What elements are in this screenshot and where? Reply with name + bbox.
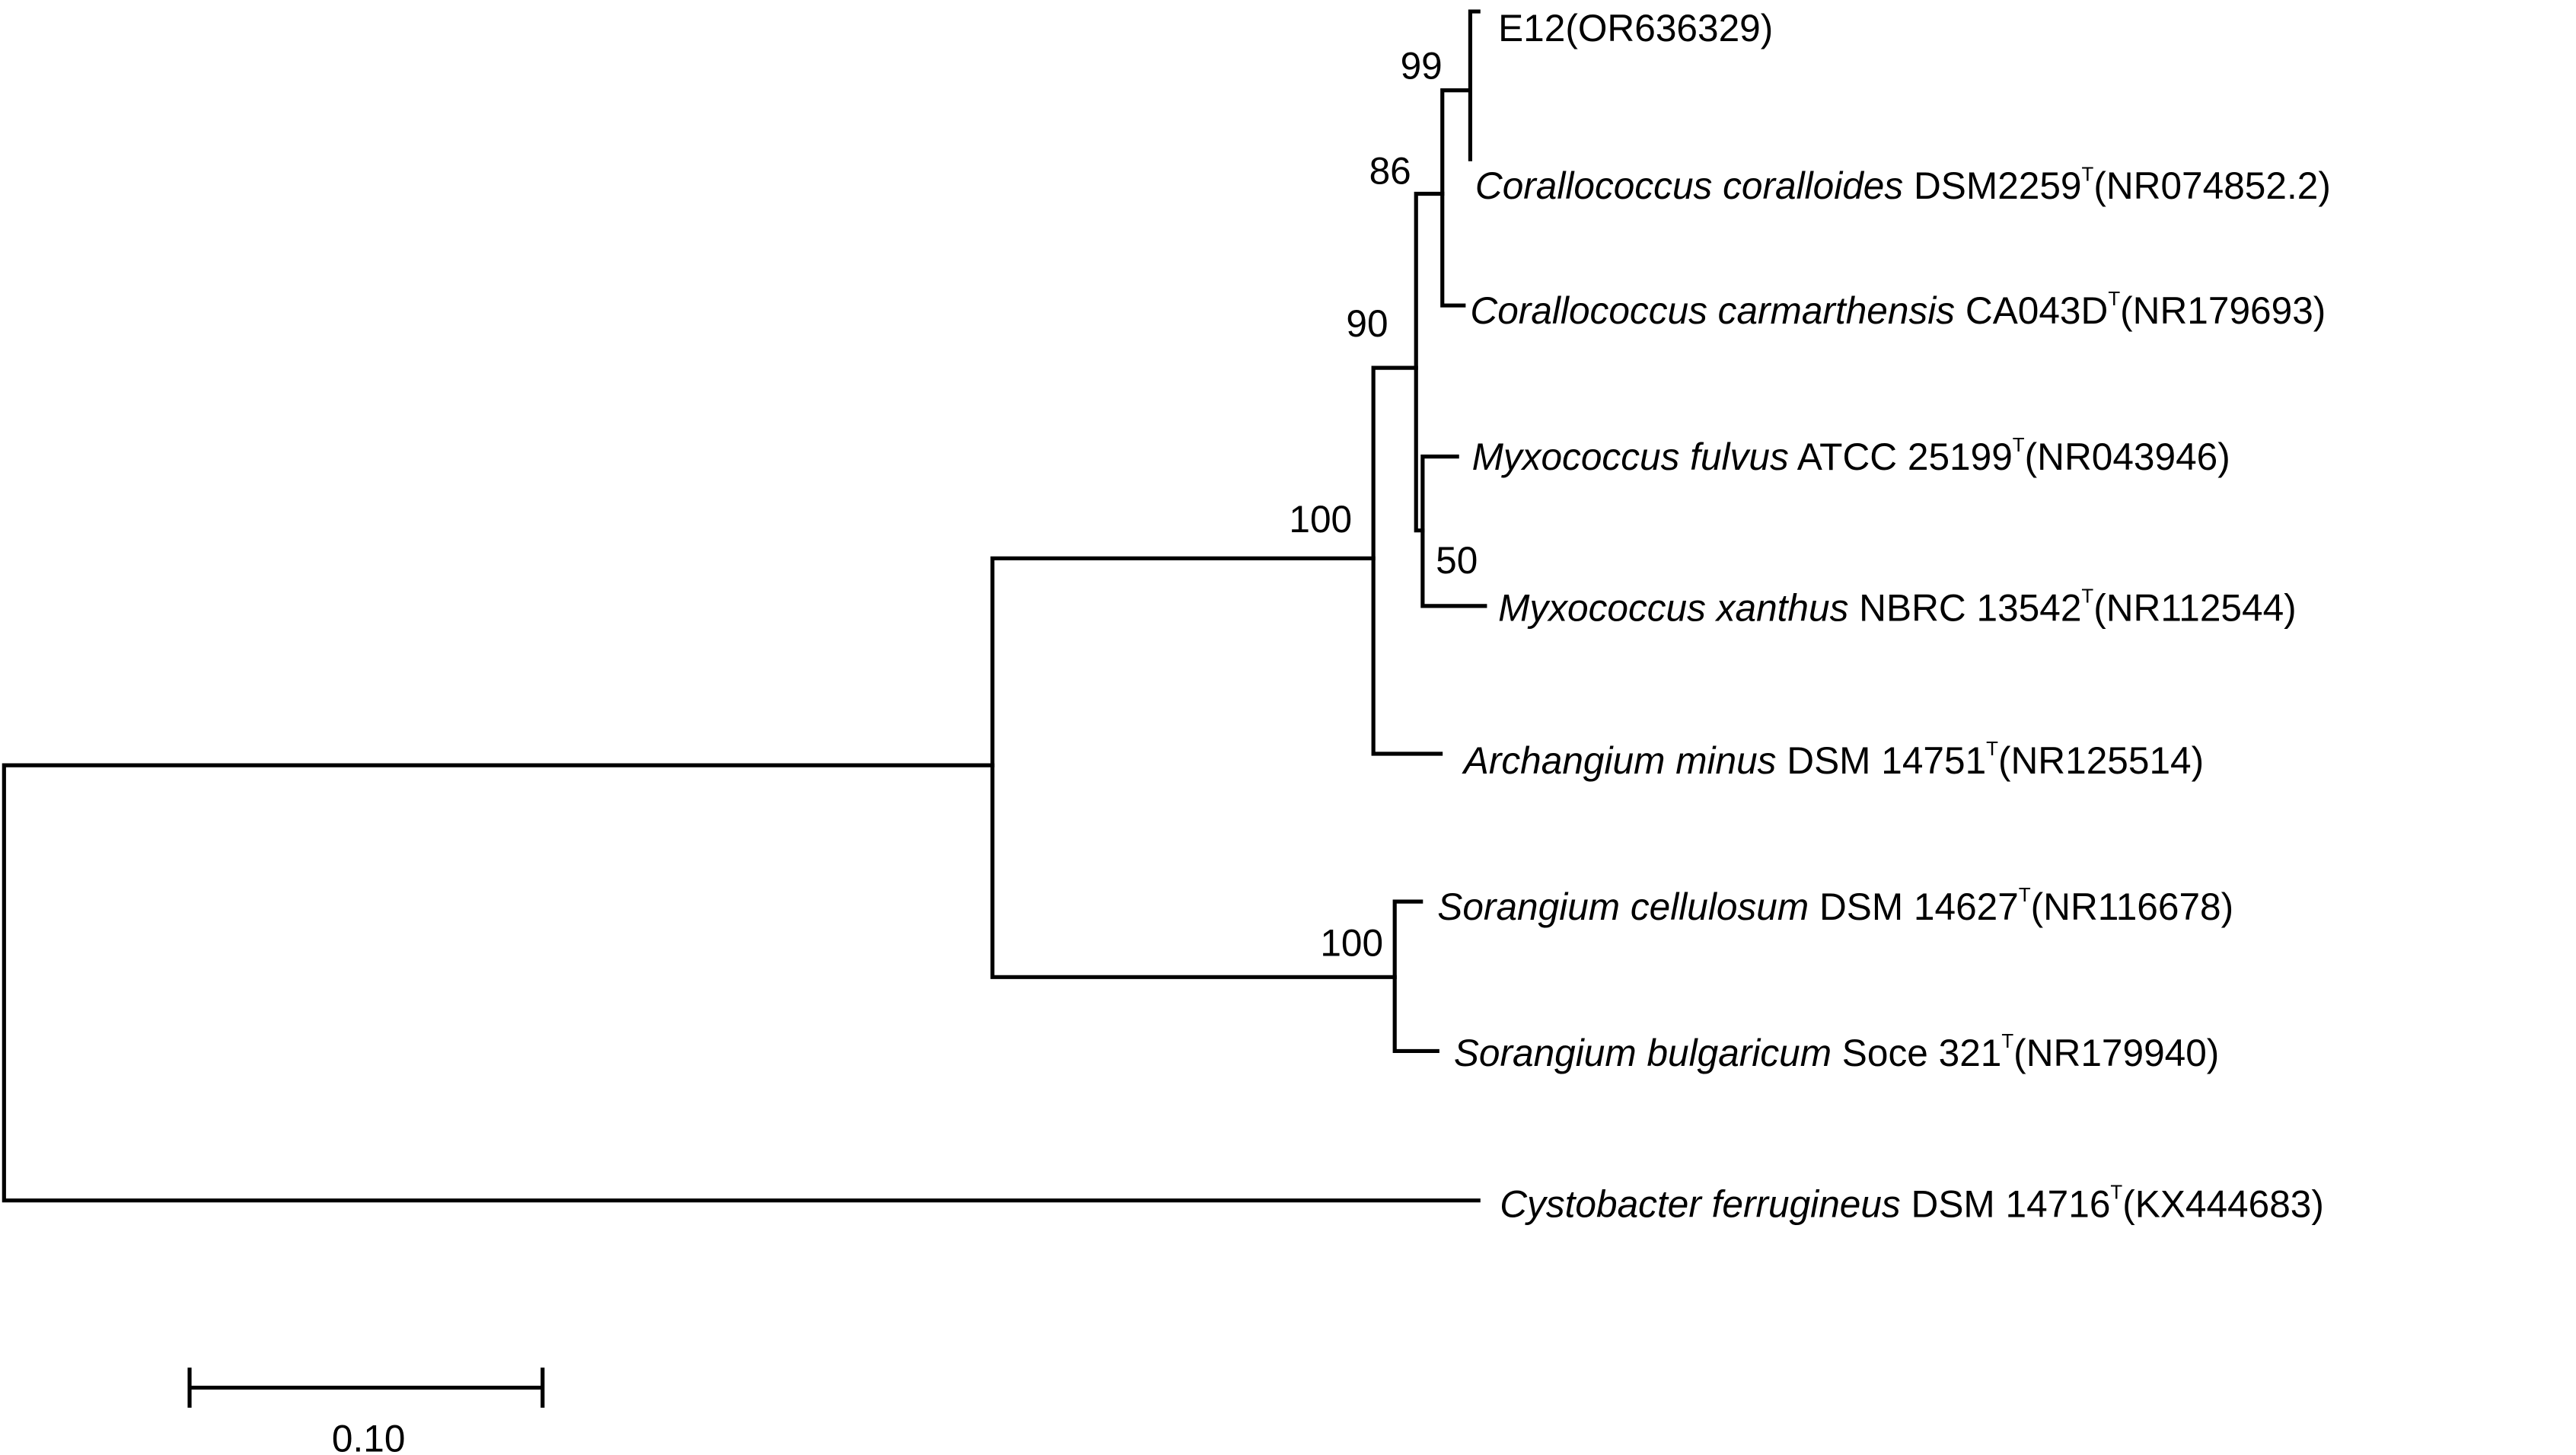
bootstrap-99: 99 bbox=[1401, 45, 1443, 88]
bootstrap-86: 86 bbox=[1369, 150, 1411, 193]
taxon-label: Sorangium bulgaricum Soce 321T(NR179940) bbox=[1454, 1031, 2220, 1074]
branch-corallococcus bbox=[1440, 88, 1473, 308]
bootstrap-values: 99 86 90 50 100 100 bbox=[1289, 45, 1478, 965]
taxon-labels: E12(OR636329) Corallococcus coralloides … bbox=[1437, 7, 2331, 1225]
branch-e12-coralloides bbox=[1468, 9, 1481, 161]
scale-bar: 0.10 bbox=[187, 1367, 545, 1455]
bootstrap-90: 90 bbox=[1346, 302, 1388, 345]
tree-branches bbox=[2, 9, 1487, 1203]
taxon-label: Myxococcus xanthus NBRC 13542T(NR112544) bbox=[1498, 586, 2297, 630]
branch-myxococcus bbox=[1420, 455, 1487, 608]
taxon-label: Corallococcus coralloides DSM2259T(NR074… bbox=[1475, 164, 2331, 207]
taxon-label: Cystobacter ferrugineus DSM 14716T(KX444… bbox=[1500, 1182, 2324, 1226]
branch-corallo-myxo bbox=[1414, 191, 1445, 533]
branch-ingroup bbox=[990, 556, 1397, 979]
taxon-label: Sorangium cellulosum DSM 14627T(NR116678… bbox=[1437, 885, 2233, 928]
taxon-label: Corallococcus carmarthensis CA043DT(NR17… bbox=[1470, 289, 2326, 332]
bootstrap-50: 50 bbox=[1436, 539, 1478, 582]
taxon-label: Myxococcus fulvus ATCC 25199T(NR043946) bbox=[1472, 435, 2230, 478]
bootstrap-100-sorangium: 100 bbox=[1320, 921, 1383, 964]
scale-bar-line bbox=[187, 1367, 545, 1408]
branch-sorangium bbox=[1392, 899, 1439, 1053]
taxon-label: Archangium minus DSM 14751T(NR125514) bbox=[1462, 739, 2204, 782]
branch-root bbox=[2, 763, 1481, 1203]
scale-bar-label: 0.10 bbox=[332, 1418, 406, 1455]
taxon-label: E12(OR636329) bbox=[1498, 7, 1773, 49]
branch-archangium-clade bbox=[1371, 365, 1443, 756]
bootstrap-100-archangium: 100 bbox=[1289, 498, 1352, 541]
